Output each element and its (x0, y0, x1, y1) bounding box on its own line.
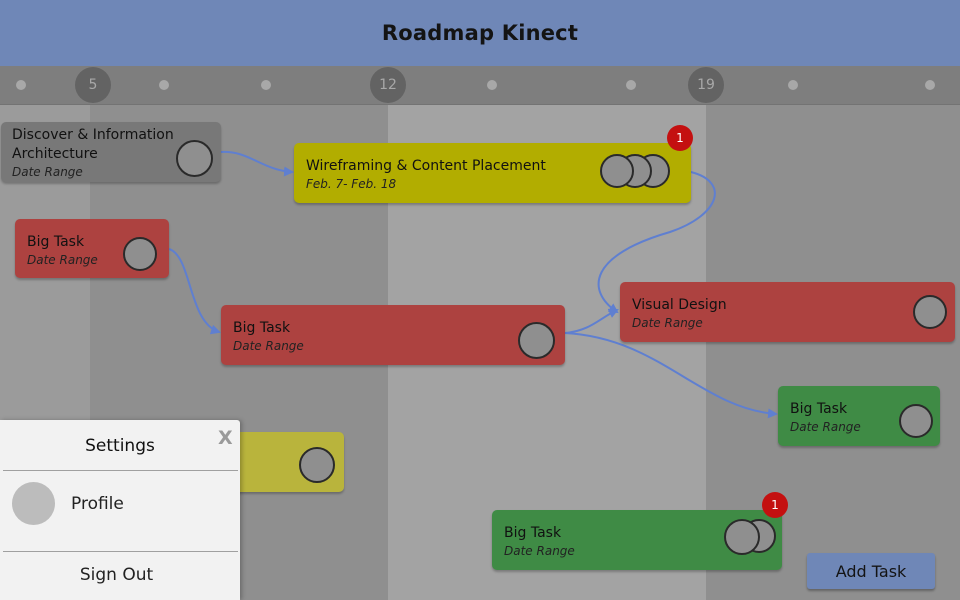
timeline-tick (487, 80, 497, 90)
timeline-tick (788, 80, 798, 90)
task-card[interactable]: Big Task Date Range (492, 510, 782, 570)
timeline-tick (925, 80, 935, 90)
assignee-avatar[interactable] (518, 322, 555, 359)
assignee-avatar[interactable] (899, 404, 933, 438)
app-header: Roadmap Kinect (0, 0, 960, 66)
task-card[interactable]: Big Task Date Range (15, 219, 169, 278)
close-icon[interactable]: X (218, 427, 233, 449)
app-title: Roadmap Kinect (381, 21, 579, 45)
task-name: Big Task (27, 234, 85, 250)
assignee-avatar[interactable] (600, 154, 634, 188)
add-task-button[interactable]: Add Task (807, 553, 935, 589)
task-date-range: Date Range (790, 420, 861, 434)
assignee-avatar[interactable] (913, 295, 947, 329)
timeline-tick (261, 80, 271, 90)
task-date-range: Date Range (12, 165, 83, 179)
assignee-avatar[interactable] (724, 519, 760, 555)
avatar[interactable] (12, 482, 55, 525)
task-card[interactable]: Visual Design Date Range (620, 282, 955, 342)
timeline-tick (626, 80, 636, 90)
divider (3, 551, 238, 552)
divider (3, 470, 238, 471)
notification-badge: 1 (762, 492, 788, 518)
task-date-range: Date Range (27, 253, 98, 267)
settings-title: Settings (85, 436, 155, 456)
timeline-marker[interactable]: 12 (370, 67, 406, 103)
profile-link[interactable]: Profile (71, 494, 124, 514)
task-card[interactable]: Big Task Date Range (221, 305, 565, 365)
assignee-avatar[interactable] (299, 447, 335, 483)
sign-out-button[interactable]: Sign Out (79, 565, 154, 585)
timeline-marker[interactable]: 19 (688, 67, 724, 103)
timeline-ruler: 5 12 19 (0, 66, 960, 105)
task-card[interactable]: Big Task Date Range (778, 386, 940, 446)
task-date-range: Feb. 7- Feb. 18 (306, 177, 397, 191)
assignee-avatar[interactable] (123, 237, 157, 271)
timeline-tick (159, 80, 169, 90)
task-card[interactable]: Discover & Information Architecture Date… (1, 122, 221, 182)
task-date-range: Date Range (504, 544, 575, 558)
task-date-range: Date Range (632, 316, 703, 330)
notification-badge: 1 (667, 125, 693, 151)
task-name: Big Task (790, 401, 848, 417)
task-card[interactable]: Wireframing & Content Placement Feb. 7- … (294, 143, 691, 203)
task-name: Visual Design (632, 297, 727, 313)
task-name: Big Task (233, 320, 291, 336)
timeline-marker[interactable]: 5 (75, 67, 111, 103)
settings-panel: Settings X Profile Sign Out (0, 420, 240, 600)
assignee-avatar[interactable] (176, 140, 213, 177)
task-name: Wireframing & Content Placement (306, 158, 546, 174)
timeline-tick (16, 80, 26, 90)
task-name: Discover & Information Architecture (12, 127, 174, 162)
task-date-range: Date Range (233, 339, 304, 353)
task-name: Big Task (504, 525, 562, 541)
